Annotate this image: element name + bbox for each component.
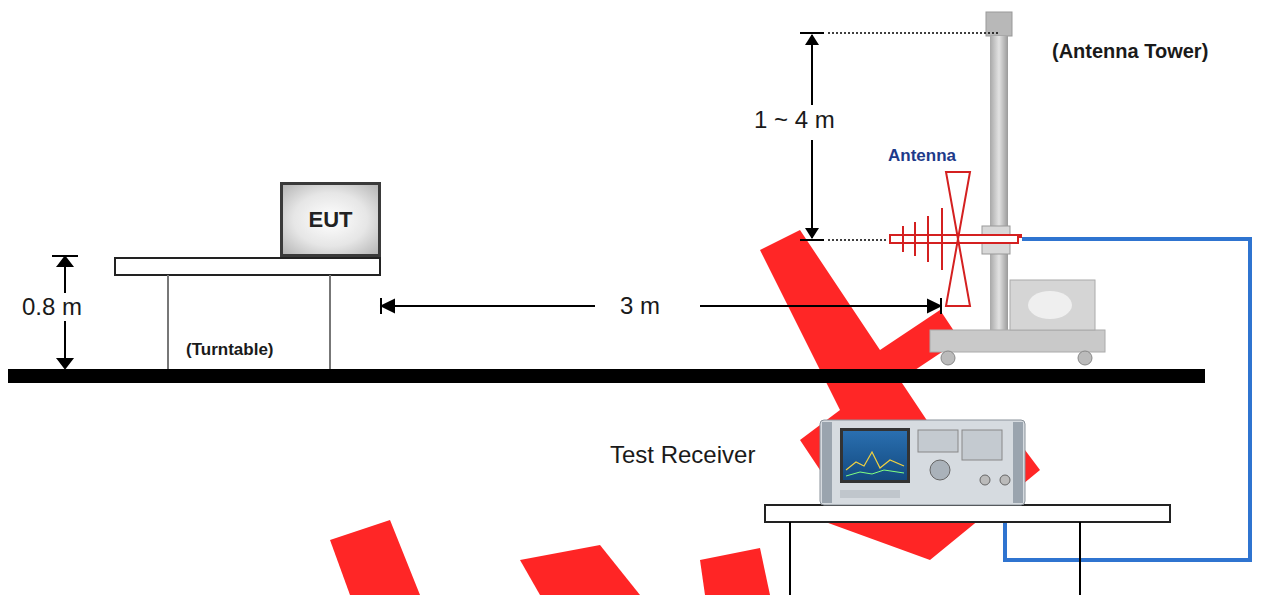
ground-plane bbox=[8, 369, 1205, 383]
dimension-label: 3 m bbox=[618, 292, 662, 320]
eut-box: EUT bbox=[280, 182, 381, 257]
watermark bbox=[330, 230, 1040, 595]
antenna-label: Antenna bbox=[886, 146, 958, 166]
tower-label: (Antenna Tower) bbox=[1050, 40, 1210, 63]
antenna-tower bbox=[930, 12, 1105, 365]
turntable-label: (Turntable) bbox=[184, 340, 276, 360]
height-range-dimension bbox=[800, 33, 1000, 240]
node-text: EUT bbox=[309, 207, 353, 233]
dimension-label: 0.8 m bbox=[20, 293, 84, 321]
receiver-label: Test Receiver bbox=[608, 441, 757, 469]
antenna-symbol bbox=[890, 172, 1022, 306]
receiver-table bbox=[765, 505, 1170, 595]
dimension-label: 1 ~ 4 m bbox=[752, 106, 837, 134]
turntable bbox=[115, 258, 380, 369]
test-receiver-icon bbox=[820, 420, 1025, 505]
